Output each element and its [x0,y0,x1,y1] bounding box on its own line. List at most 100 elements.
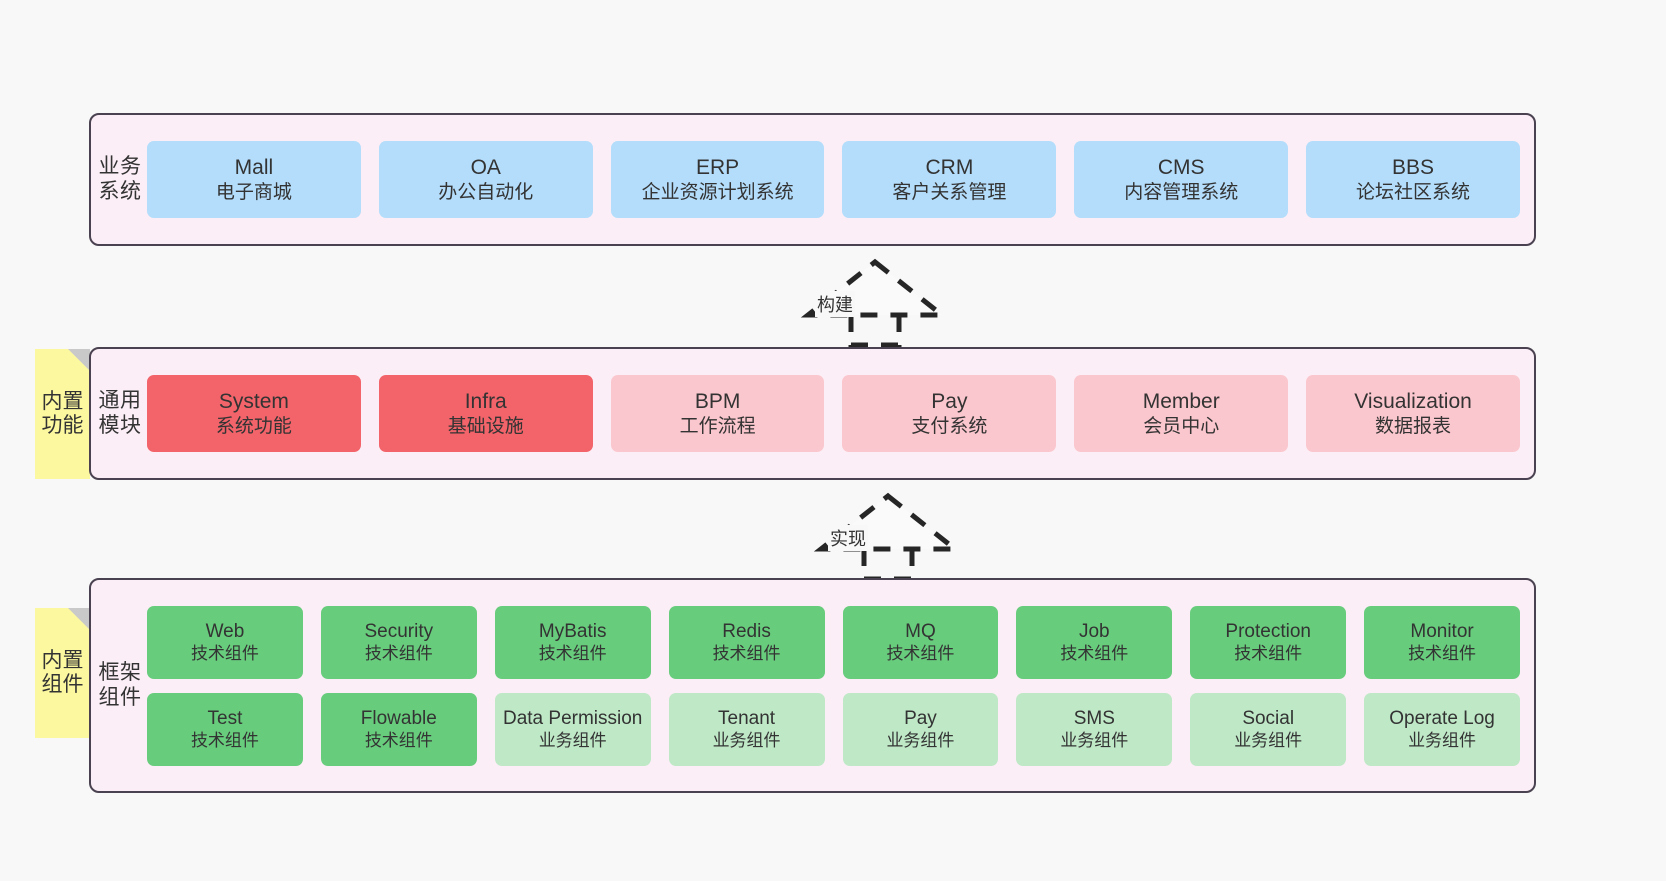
box-subtitle: 技术组件 [1234,644,1303,664]
box-title: Pay [931,389,968,413]
box-title: Redis [722,620,771,642]
box-subtitle: 办公自动化 [438,181,534,203]
box-title: Data Permission [502,707,643,729]
sticky-note-builtin-function: 内置 功能 [35,349,90,479]
dashed-stem [848,315,902,348]
connector-build-arrow-icon [800,258,950,348]
framework-row-business: Test 技术组件 Flowable 技术组件 Data Permission … [147,692,1520,766]
box-subtitle: 技术组件 [538,644,607,664]
box-title: Infra [464,389,507,413]
box-subtitle: 业务组件 [1060,731,1129,751]
box-subtitle: 技术组件 [712,644,781,664]
connector-implement-label: 实现 [828,525,868,551]
layer-business-system: 业务 系统 Mall 电子商城 OA 办公自动化 ERP 企业资源计划系统 CR… [89,113,1536,246]
box-data-permission[interactable]: Data Permission 业务组件 [494,692,651,766]
layer-title-framework: 框架 组件 [98,661,142,709]
box-title: BBS [1392,155,1435,179]
box-mall[interactable]: Mall 电子商城 [147,141,361,218]
box-subtitle: 客户关系管理 [892,181,1007,203]
box-system[interactable]: System 系统功能 [147,375,361,452]
box-crm[interactable]: CRM 客户关系管理 [842,141,1057,218]
box-title: Tenant [718,707,776,729]
box-subtitle: 业务组件 [1234,731,1303,751]
box-tenant[interactable]: Tenant 业务组件 [668,692,825,766]
box-monitor[interactable]: Monitor 技术组件 [1364,605,1520,679]
box-title: Mall [234,155,274,179]
box-mybatis[interactable]: MyBatis 技术组件 [494,605,651,679]
framework-row-technical: Web 技术组件 Security 技术组件 MyBatis 技术组件 Redi… [147,605,1520,679]
box-title: BPM [694,389,741,413]
box-web[interactable]: Web 技术组件 [147,605,303,679]
box-operate-log[interactable]: Operate Log 业务组件 [1364,692,1520,766]
box-subtitle: 业务组件 [712,731,781,751]
box-protection[interactable]: Protection 技术组件 [1190,605,1347,679]
folded-corner-icon [68,608,90,630]
box-title: Member [1142,389,1220,413]
box-title: MQ [905,620,936,642]
box-title: Operate Log [1389,707,1495,729]
box-title: Security [364,620,434,642]
box-title: Social [1242,707,1295,729]
box-subtitle: 会员中心 [1143,415,1220,437]
layer-body-business: Mall 电子商城 OA 办公自动化 ERP 企业资源计划系统 CRM 客户关系… [143,115,1534,244]
box-subtitle: 企业资源计划系统 [641,181,794,203]
box-member[interactable]: Member 会员中心 [1074,375,1289,452]
box-subtitle: 技术组件 [1408,644,1477,664]
box-title: SMS [1073,707,1115,729]
connector-build-label: 构建 [815,291,855,317]
box-title: CMS [1157,155,1205,179]
box-title: Web [205,620,245,642]
dashed-stem [861,549,915,582]
box-bbs[interactable]: BBS 论坛社区系统 [1306,141,1520,218]
box-subtitle: 技术组件 [364,644,433,664]
sticky-note-text: 内置 组件 [41,648,84,696]
box-cms[interactable]: CMS 内容管理系统 [1074,141,1289,218]
box-erp[interactable]: ERP 企业资源计划系统 [610,141,825,218]
layer-body-framework: Web 技术组件 Security 技术组件 MyBatis 技术组件 Redi… [143,580,1534,791]
box-pay-component[interactable]: Pay 业务组件 [842,692,999,766]
box-security[interactable]: Security 技术组件 [320,605,477,679]
box-subtitle: 技术组件 [190,731,259,751]
box-test[interactable]: Test 技术组件 [147,692,303,766]
box-subtitle: 系统功能 [215,415,292,437]
connector-build: 构建 [757,255,957,348]
box-pay[interactable]: Pay 支付系统 [842,375,1057,452]
layer-title-business: 业务 系统 [98,155,142,203]
box-subtitle: 技术组件 [1060,644,1129,664]
sticky-note-builtin-component: 内置 组件 [35,608,90,738]
box-title: System [218,389,289,413]
box-flowable[interactable]: Flowable 技术组件 [320,692,477,766]
box-title: Flowable [360,707,437,729]
box-bpm[interactable]: BPM 工作流程 [610,375,825,452]
box-job[interactable]: Job 技术组件 [1016,605,1173,679]
box-subtitle: 工作流程 [679,415,756,437]
connector-implement-arrow-icon [813,492,963,582]
connector-implement: 实现 [770,489,970,582]
layer-common-module: 通用 模块 System 系统功能 Infra 基础设施 BPM 工作流程 Pa… [89,347,1536,480]
box-subtitle: 业务组件 [538,731,607,751]
box-redis[interactable]: Redis 技术组件 [668,605,825,679]
box-visualization[interactable]: Visualization 数据报表 [1306,375,1520,452]
box-mq[interactable]: MQ 技术组件 [842,605,999,679]
box-subtitle: 业务组件 [1408,731,1477,751]
box-subtitle: 电子商城 [215,181,292,203]
box-title: Visualization [1354,389,1472,413]
folded-corner-icon [68,349,90,371]
layer-framework-component: 框架 组件 Web 技术组件 Security 技术组件 MyBatis 技术组… [89,578,1536,793]
box-subtitle: 内容管理系统 [1124,181,1239,203]
sticky-note-text: 内置 功能 [41,389,84,437]
box-title: ERP [695,155,740,179]
box-title: Pay [904,707,937,729]
box-social[interactable]: Social 业务组件 [1190,692,1347,766]
box-infra[interactable]: Infra 基础设施 [378,375,593,452]
box-title: OA [470,155,501,179]
box-subtitle: 技术组件 [364,731,433,751]
box-subtitle: 支付系统 [911,415,988,437]
box-title: Monitor [1410,620,1474,642]
layer-body-common: System 系统功能 Infra 基础设施 BPM 工作流程 Pay 支付系统… [143,349,1534,478]
box-sms[interactable]: SMS 业务组件 [1016,692,1173,766]
box-subtitle: 技术组件 [886,644,955,664]
box-title: Test [207,707,243,729]
box-subtitle: 技术组件 [190,644,259,664]
box-oa[interactable]: OA 办公自动化 [378,141,593,218]
